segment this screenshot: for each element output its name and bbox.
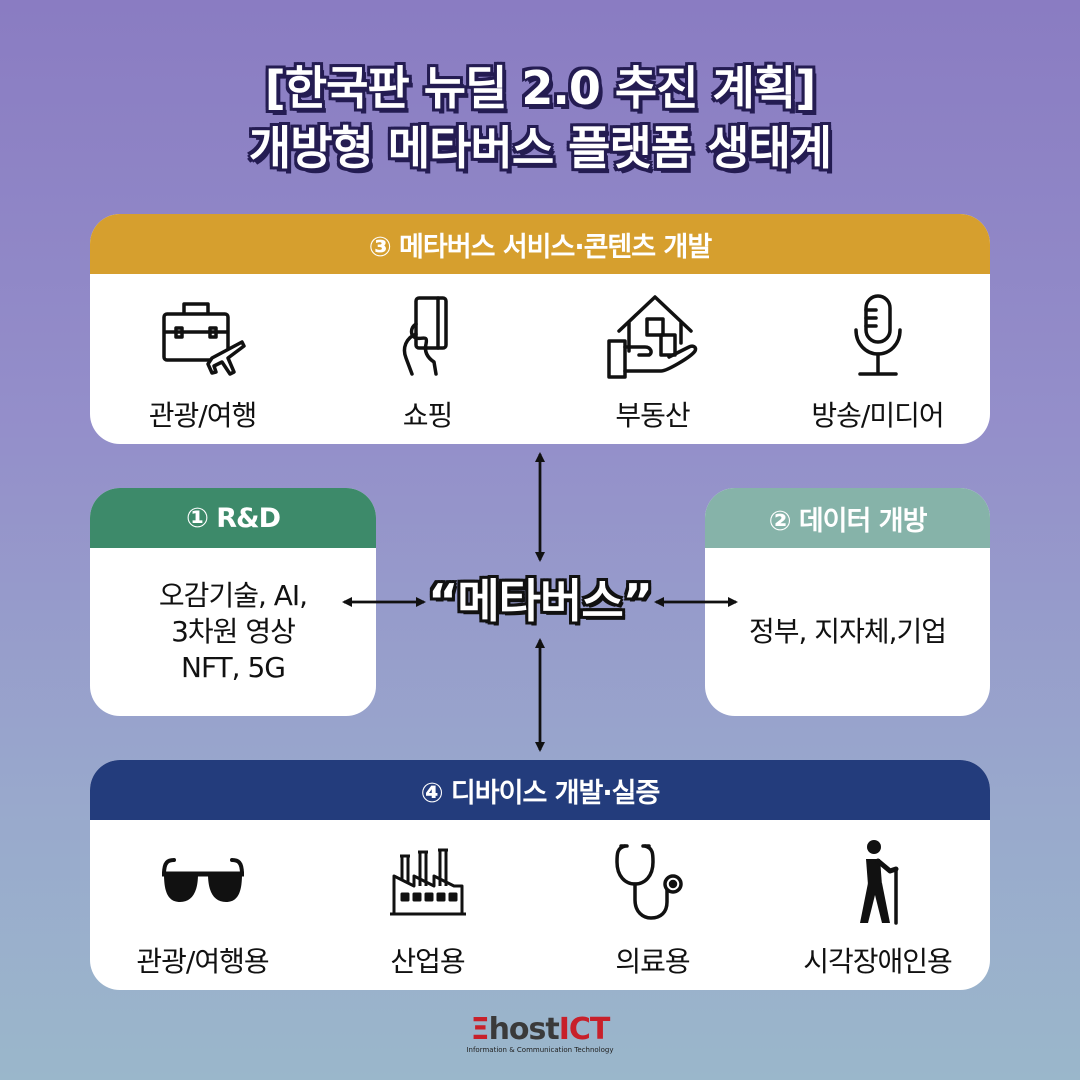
logo-wordmark: ΞhostICT	[470, 1012, 611, 1047]
service-item-travel: 관광/여행	[90, 274, 315, 444]
rnd-line: NFT, 5G	[181, 651, 286, 684]
devices-header: ④ 디바이스 개발·실증	[90, 760, 990, 820]
device-item-industry: 산업용	[315, 820, 540, 990]
sunglasses-icon	[158, 836, 248, 928]
rnd-card: ① R&D 오감기술, AI, 3차원 영상 NFT, 5G	[90, 488, 376, 716]
rnd-body: 오감기술, AI, 3차원 영상 NFT, 5G	[90, 548, 376, 716]
rnd-line: 오감기술, AI,	[158, 579, 308, 612]
device-item-travel: 관광/여행용	[90, 820, 315, 990]
device-label-industry: 산업용	[390, 945, 465, 978]
page-title: [한국판 뉴딜 2.0 추진 계획] 개방형 메타버스 플랫폼 생태계	[0, 58, 1080, 178]
travel-briefcase-icon	[158, 290, 248, 382]
data-open-card: ② 데이터 개방 정부, 지자체,기업	[705, 488, 990, 716]
service-label-realestate: 부동산	[615, 399, 690, 432]
data-open-header: ② 데이터 개방	[705, 488, 990, 548]
device-item-visually-impaired: 시각장애인용	[765, 820, 990, 990]
house-in-hand-icon	[605, 290, 701, 382]
title-line-2: 개방형 메타버스 플랫폼 생태계	[248, 121, 832, 175]
service-item-shopping: 쇼핑	[315, 274, 540, 444]
service-item-realestate: 부동산	[540, 274, 765, 444]
device-item-medical: 의료용	[540, 820, 765, 990]
stethoscope-icon	[611, 836, 695, 928]
data-open-body: 정부, 지자체,기업	[748, 615, 947, 648]
services-header: ③ 메타버스 서비스·콘텐츠 개발	[90, 214, 990, 274]
service-item-media: 방송/미디어	[765, 274, 990, 444]
device-label-medical: 의료용	[615, 945, 690, 978]
center-metaverse-label: “메타버스”	[428, 574, 653, 628]
microphone-icon	[846, 290, 910, 382]
service-label-media: 방송/미디어	[811, 399, 944, 432]
services-card: ③ 메타버스 서비스·콘텐츠 개발 관광/여행	[90, 214, 990, 444]
rnd-header: ① R&D	[90, 488, 376, 548]
factory-icon	[386, 836, 470, 928]
devices-card: ④ 디바이스 개발·실증 관광/여행용	[90, 760, 990, 990]
device-label-travel: 관광/여행용	[136, 945, 269, 978]
service-label-shopping: 쇼핑	[402, 399, 454, 432]
ehostict-logo: ΞhostICT Information & Communication Tec…	[455, 1014, 625, 1055]
blind-person-icon	[848, 836, 908, 928]
logo-tagline: Information & Communication Technology	[466, 1046, 614, 1054]
title-line-1: [한국판 뉴딜 2.0 추진 계획]	[264, 61, 816, 115]
rnd-line: 3차원 영상	[171, 615, 296, 648]
card-payment-icon	[398, 290, 458, 382]
service-label-travel: 관광/여행	[148, 399, 257, 432]
device-label-visually-impaired: 시각장애인용	[803, 945, 953, 978]
